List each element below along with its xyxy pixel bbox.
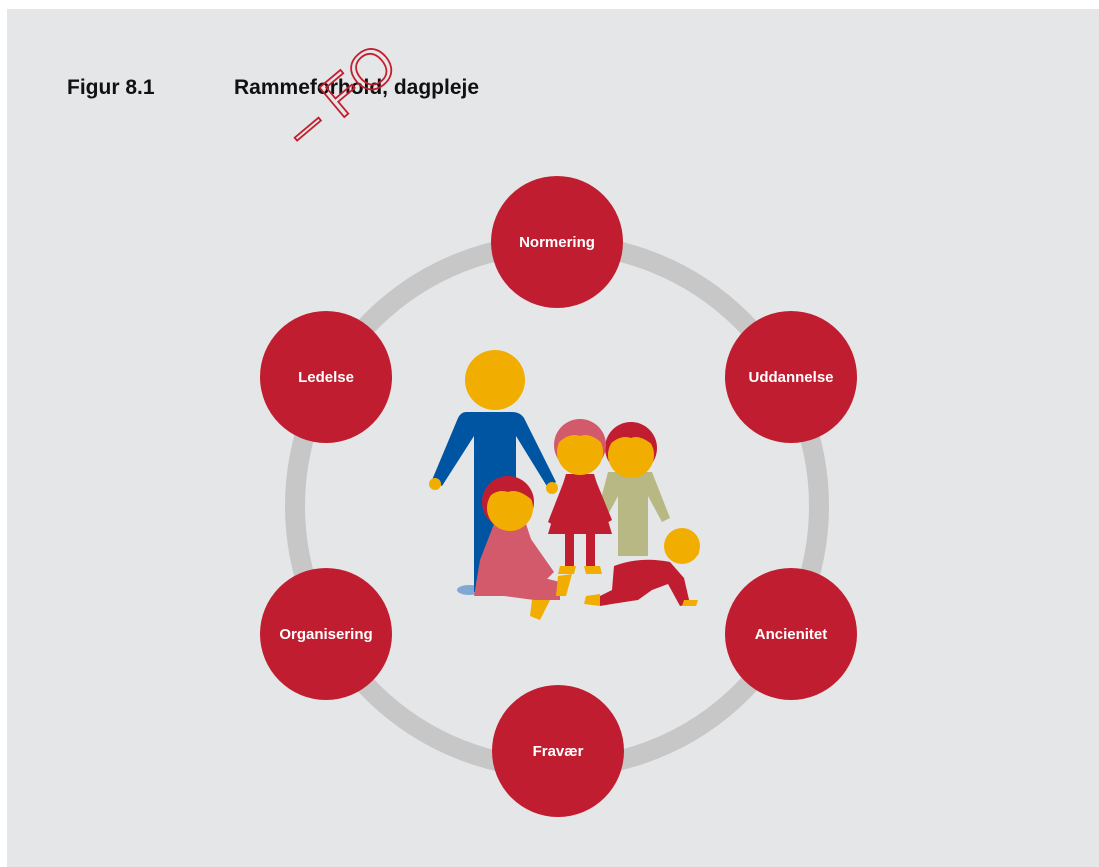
node-ledelse: Ledelse bbox=[260, 311, 392, 443]
child-olive bbox=[596, 422, 670, 556]
node-uddannelse: Uddannelse bbox=[725, 311, 857, 443]
node-label-uddannelse: Uddannelse bbox=[748, 369, 833, 386]
node-label-normering: Normering bbox=[519, 234, 595, 251]
figure-title: Rammeforhold, dagpleje bbox=[234, 76, 480, 99]
node-fravaer: Fravær bbox=[492, 685, 624, 817]
node-organisering: Organisering bbox=[260, 568, 392, 700]
watermark-text: – FO bbox=[272, 31, 408, 159]
family-group-icon bbox=[429, 350, 700, 620]
node-label-fravaer: Fravær bbox=[533, 743, 584, 760]
child-red-dress bbox=[548, 419, 612, 574]
node-ancienitet: Ancienitet bbox=[725, 568, 857, 700]
node-label-ancienitet: Ancienitet bbox=[755, 626, 828, 643]
child-pink-sitting bbox=[474, 476, 572, 620]
figure-label: Figur 8.1 bbox=[67, 76, 155, 99]
node-normering: Normering bbox=[491, 176, 623, 308]
child-crawling bbox=[584, 528, 700, 606]
node-label-ledelse: Ledelse bbox=[298, 369, 354, 386]
watermark: – FO bbox=[271, 30, 409, 160]
node-label-organisering: Organisering bbox=[279, 626, 372, 643]
